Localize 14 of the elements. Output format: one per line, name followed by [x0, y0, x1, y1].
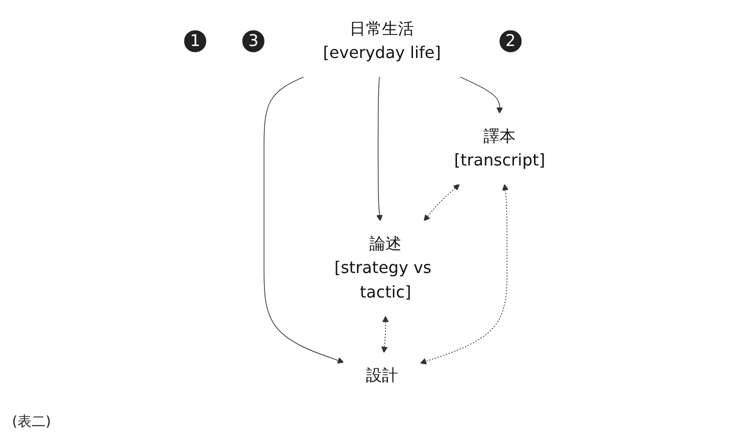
arrow [458, 76, 503, 114]
note: (表二) [12, 413, 51, 431]
arrow [420, 184, 508, 364]
node-text: 論述 [strategy vs tactic] [334, 234, 432, 302]
node-circle: 2 [499, 30, 522, 52]
node-text: 譯本 [transcript] [454, 127, 545, 170]
arrow [423, 184, 460, 222]
node-text: 日常生活 [everyday life] [322, 20, 441, 63]
node-circle: 1 [184, 30, 206, 52]
node-text: 設計 [365, 366, 398, 386]
arrow [376, 76, 382, 222]
node-circle: 3 [242, 30, 264, 52]
arrow [380, 316, 388, 354]
arrow [263, 76, 344, 364]
